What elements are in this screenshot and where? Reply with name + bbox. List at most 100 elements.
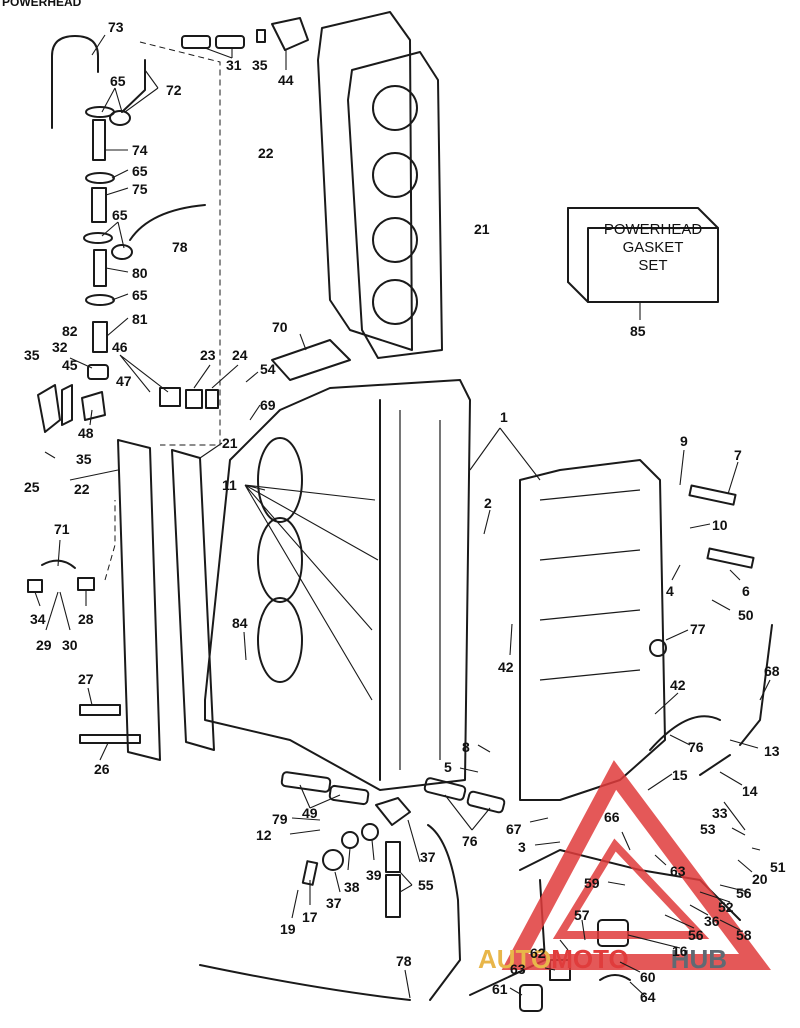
callout-2: 2 xyxy=(484,495,492,511)
callout-5: 5 xyxy=(444,759,452,775)
watermark-part1: AUTO xyxy=(478,944,551,974)
fitting-37 xyxy=(375,797,411,826)
callout-65: 65 xyxy=(112,207,128,223)
callout-17: 17 xyxy=(302,909,318,925)
callout-78: 78 xyxy=(396,953,412,969)
callout-64: 64 xyxy=(640,989,656,1005)
hose-14 xyxy=(699,754,731,776)
callout-8: 8 xyxy=(462,739,470,755)
callout-59: 59 xyxy=(584,875,600,891)
hose-78-vertical xyxy=(427,824,461,1001)
callout-55: 55 xyxy=(418,877,434,893)
callout-34: 34 xyxy=(30,611,46,627)
callout-9: 9 xyxy=(680,433,688,449)
callout-81: 81 xyxy=(132,311,148,327)
callout-23: 23 xyxy=(200,347,216,363)
hose-81 xyxy=(92,321,108,353)
callout-21: 21 xyxy=(474,221,490,237)
crankcase xyxy=(519,459,666,801)
callout-77: 77 xyxy=(690,621,706,637)
callout-37: 37 xyxy=(420,849,436,865)
clamp-64 xyxy=(599,974,631,981)
callout-19: 19 xyxy=(280,921,296,937)
callout-22: 22 xyxy=(74,481,90,497)
callout-35: 35 xyxy=(76,451,92,467)
callout-68: 68 xyxy=(764,663,780,679)
callout-10: 10 xyxy=(712,517,728,533)
stud-17 xyxy=(301,860,319,886)
washer-39 xyxy=(361,823,379,841)
exhaust-cover-22 xyxy=(117,439,161,761)
valve-46 xyxy=(81,391,106,421)
washer-38 xyxy=(341,831,359,849)
watermark-triangle-outer xyxy=(501,760,771,970)
callout-12: 12 xyxy=(256,827,272,843)
spark-plug-27 xyxy=(79,704,121,716)
pin-76b xyxy=(466,790,506,814)
callout-32: 32 xyxy=(52,339,68,355)
watermark-triangle xyxy=(501,760,771,970)
callout-36: 36 xyxy=(704,913,720,929)
head-gasket-22 xyxy=(317,11,413,351)
callout-45: 45 xyxy=(62,357,78,373)
watermark-part2: MOTO xyxy=(551,944,629,974)
callout-44: 44 xyxy=(278,72,294,88)
callout-27: 27 xyxy=(78,671,94,687)
callout-33: 33 xyxy=(712,805,728,821)
callout-4: 4 xyxy=(666,583,674,599)
callout-labels: 73 31 35 44 65 72 74 65 75 22 65 78 21 8… xyxy=(24,19,786,1005)
hose-75 xyxy=(91,187,107,223)
callout-13: 13 xyxy=(764,743,780,759)
fitting-74 xyxy=(92,119,106,161)
callout-35: 35 xyxy=(252,57,268,73)
callout-30: 30 xyxy=(62,637,78,653)
callout-61: 61 xyxy=(492,981,508,997)
callout-11: 11 xyxy=(222,477,237,493)
callout-76: 76 xyxy=(462,833,478,849)
header-text: POWERHEAD xyxy=(2,0,82,9)
callout-56: 56 xyxy=(736,885,752,901)
callout-84: 84 xyxy=(232,615,248,631)
hose-76-right xyxy=(649,715,721,751)
callout-82: 82 xyxy=(62,323,78,339)
fitting-32 xyxy=(37,384,61,433)
callout-65: 65 xyxy=(132,163,148,179)
callout-80: 80 xyxy=(132,265,148,281)
bolt-7 xyxy=(688,484,737,506)
callout-42: 42 xyxy=(498,659,514,675)
callout-35: 35 xyxy=(24,347,40,363)
callout-51: 51 xyxy=(770,859,786,875)
callout-7: 7 xyxy=(734,447,742,463)
callout-21: 21 xyxy=(222,435,238,451)
callout-46: 46 xyxy=(112,339,128,355)
callout-85: 85 xyxy=(630,323,646,339)
callout-75: 75 xyxy=(132,181,148,197)
leader-lines xyxy=(34,34,771,999)
sensor-77 xyxy=(649,639,667,657)
bolt-6 xyxy=(706,547,755,569)
callout-15: 15 xyxy=(672,767,688,783)
gasket-box-line2: GASKET xyxy=(623,239,684,256)
callout-29: 29 xyxy=(36,637,52,653)
callout-26: 26 xyxy=(94,761,110,777)
callout-38: 38 xyxy=(344,879,360,895)
callout-39: 39 xyxy=(366,867,382,883)
callout-54: 54 xyxy=(260,361,276,377)
pin-76a xyxy=(423,777,467,801)
callout-49: 49 xyxy=(302,805,318,821)
cylinder-block xyxy=(204,379,471,791)
callout-72: 72 xyxy=(166,82,182,98)
callout-79: 79 xyxy=(272,811,288,827)
callout-48: 48 xyxy=(78,425,94,441)
exhaust-gasket-21 xyxy=(171,449,215,751)
callout-16: 16 xyxy=(672,943,688,959)
callout-69: 69 xyxy=(260,397,276,413)
clamp-71 xyxy=(41,559,76,569)
callout-67: 67 xyxy=(506,821,522,837)
fitting-28 xyxy=(77,577,95,591)
callout-62: 62 xyxy=(530,945,546,961)
callout-31: 31 xyxy=(226,57,242,73)
callout-65: 65 xyxy=(132,287,148,303)
